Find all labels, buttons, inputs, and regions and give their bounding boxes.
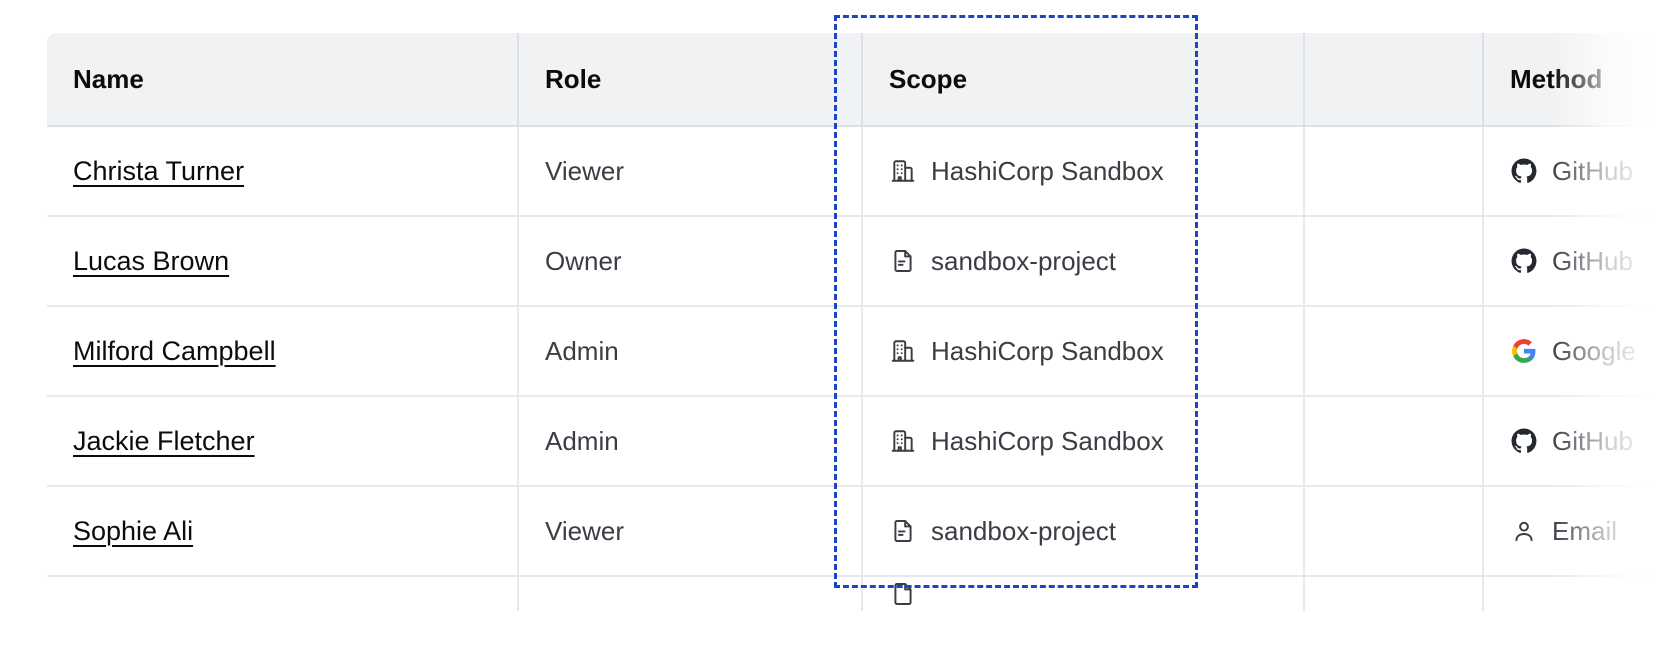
table-row	[47, 577, 1672, 611]
organization-building-icon	[889, 427, 917, 455]
method-label: GitHub	[1552, 245, 1633, 276]
cell-name: Jackie Fletcher	[47, 397, 519, 487]
column-header-blank	[1305, 33, 1484, 127]
column-header-name[interactable]: Name	[47, 33, 519, 127]
cell-name	[47, 577, 519, 611]
github-icon	[1510, 247, 1538, 275]
members-table: Name Role Scope Method Christa Turner Vi…	[47, 33, 1672, 611]
project-document-icon	[889, 517, 917, 545]
github-icon	[1510, 427, 1538, 455]
member-name-link[interactable]: Christa Turner	[73, 155, 245, 186]
cell-role: Admin	[519, 397, 863, 487]
method-label: Email	[1552, 515, 1618, 546]
cell-method	[1484, 577, 1672, 611]
cell-name: Lucas Brown	[47, 217, 519, 307]
cell-role: Viewer	[519, 127, 863, 217]
table-row: Christa Turner Viewer	[47, 127, 1672, 217]
member-name-link[interactable]: Lucas Brown	[73, 245, 230, 276]
cell-blank	[1305, 397, 1484, 487]
scope-label: HashiCorp Sandbox	[931, 155, 1164, 186]
cell-scope	[863, 577, 1305, 611]
cell-method: GitHub	[1484, 397, 1672, 487]
table-row: Lucas Brown Owner sa	[47, 217, 1672, 307]
member-name-link[interactable]: Milford Campbell	[73, 335, 276, 366]
table-body: Christa Turner Viewer	[47, 127, 1672, 611]
method-label: GitHub	[1552, 425, 1633, 456]
cell-blank	[1305, 217, 1484, 307]
table-row: Sophie Ali Viewer sa	[47, 487, 1672, 577]
members-table-scroll-container[interactable]: Name Role Scope Method Christa Turner Vi…	[47, 33, 1672, 652]
cell-blank	[1305, 307, 1484, 397]
cell-name: Milford Campbell	[47, 307, 519, 397]
scope-label: HashiCorp Sandbox	[931, 335, 1164, 366]
column-header-scope[interactable]: Scope	[863, 33, 1305, 127]
scope-label: HashiCorp Sandbox	[931, 425, 1164, 456]
google-icon	[1510, 337, 1538, 365]
cell-blank	[1305, 487, 1484, 577]
method-label: Google	[1552, 335, 1636, 366]
cell-method: Google	[1484, 307, 1672, 397]
scope-label: sandbox-project	[931, 515, 1116, 546]
cell-scope: HashiCorp Sandbox	[863, 397, 1305, 487]
project-document-icon	[889, 247, 917, 275]
cell-scope: HashiCorp Sandbox	[863, 127, 1305, 217]
table-row: Jackie Fletcher Admin	[47, 397, 1672, 487]
cell-role: Owner	[519, 217, 863, 307]
cell-role: Viewer	[519, 487, 863, 577]
github-icon	[1510, 157, 1538, 185]
organization-building-icon	[889, 157, 917, 185]
cell-blank	[1305, 577, 1484, 611]
cell-name: Christa Turner	[47, 127, 519, 217]
organization-building-icon	[889, 337, 917, 365]
cell-scope: sandbox-project	[863, 217, 1305, 307]
project-document-icon	[889, 580, 917, 608]
cell-blank	[1305, 127, 1484, 217]
cell-scope: sandbox-project	[863, 487, 1305, 577]
cell-role	[519, 577, 863, 611]
cell-method: Email	[1484, 487, 1672, 577]
method-label: GitHub	[1552, 155, 1633, 186]
column-header-role[interactable]: Role	[519, 33, 863, 127]
member-name-link[interactable]: Jackie Fletcher	[73, 425, 255, 456]
cell-scope: HashiCorp Sandbox	[863, 307, 1305, 397]
scope-label: sandbox-project	[931, 245, 1116, 276]
column-header-method[interactable]: Method	[1484, 33, 1672, 127]
cell-name: Sophie Ali	[47, 487, 519, 577]
table-header-row: Name Role Scope Method	[47, 33, 1672, 127]
cell-role: Admin	[519, 307, 863, 397]
table-row: Milford Campbell Admin	[47, 307, 1672, 397]
cell-method: GitHub	[1484, 217, 1672, 307]
cell-method: GitHub	[1484, 127, 1672, 217]
user-person-icon	[1510, 517, 1538, 545]
member-name-link[interactable]: Sophie Ali	[73, 515, 194, 546]
table-header: Name Role Scope Method	[47, 33, 1672, 127]
